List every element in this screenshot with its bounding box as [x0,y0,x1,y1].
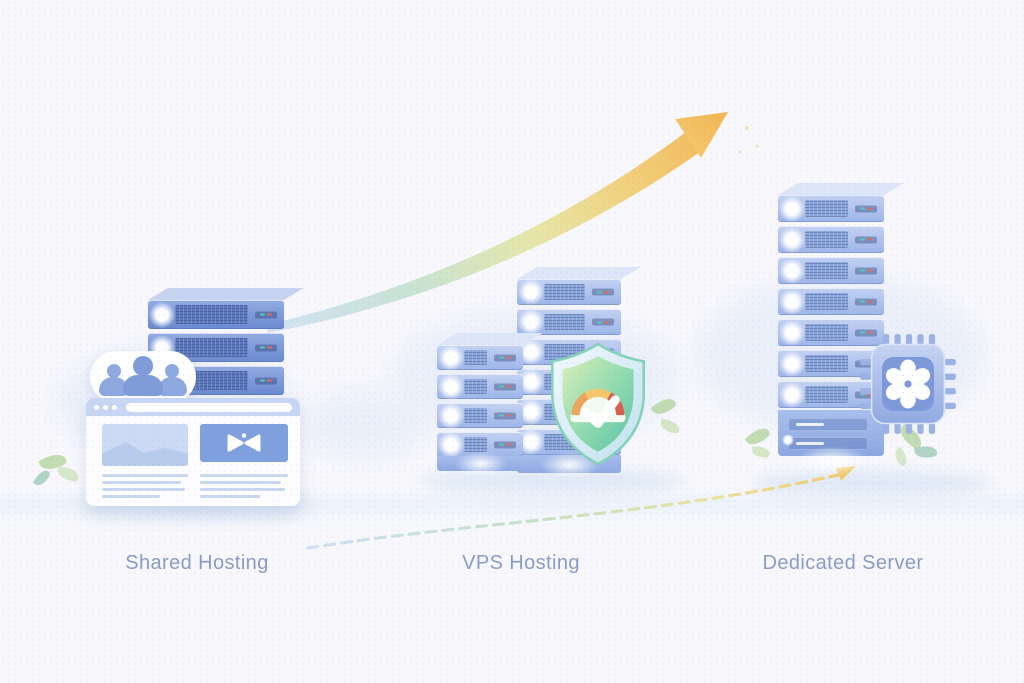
leaf-decoration [744,423,772,450]
vent-panel [805,231,848,248]
led-lights [855,298,877,305]
vent-panel [175,338,248,357]
user-head [165,364,179,378]
status-light [438,345,464,370]
status-light [779,350,805,377]
vent-panel [175,305,248,324]
vent-panel [805,355,848,372]
server-unit [778,319,884,346]
server-unit [517,309,621,335]
shared-hosting-label: Shared Hosting [125,552,269,574]
drive-slot [788,418,868,431]
led-lights [494,383,516,390]
status-light [779,381,805,408]
vent-panel [464,437,487,452]
media-icon [227,433,261,452]
user-body [99,377,128,396]
window-dot [103,405,108,410]
server-unit [778,350,884,377]
ground-shadow [752,470,992,496]
led-lights [855,205,877,212]
server-unit [437,403,523,428]
led-lights [494,441,516,448]
status-light [518,279,544,305]
led-lights [855,391,877,398]
vent-panel [464,408,487,423]
server-unit [517,279,621,305]
led-lights [592,288,614,296]
led-lights [855,267,877,274]
text-lines [102,474,188,502]
server-unit [437,374,523,399]
user-head [107,364,121,378]
vent-panel [544,284,585,300]
vent-panel [805,386,848,403]
leaf-decoration [55,465,81,483]
window-dot [94,405,99,410]
user-body [123,375,163,396]
vent-panel [805,293,848,310]
status-light [779,319,805,346]
media-panel [200,424,288,462]
status-light [782,434,794,446]
status-light [779,288,805,315]
vent-panel [544,314,585,330]
mountain-graphic [102,441,188,466]
hero-image-placeholder [102,424,188,466]
led-lights [494,354,516,361]
server-unit [778,381,884,408]
leaf-decoration [892,446,910,468]
status-light [518,309,544,335]
server-unit [778,226,884,253]
cpu-chip-icon [858,332,958,441]
server-tower [778,181,906,408]
leaf-decoration [751,446,771,458]
server-unit [148,333,284,362]
leaf-decoration [32,467,52,489]
server-unit [148,300,284,329]
server-unit [778,257,884,284]
text-lines [200,474,288,502]
cloud-shape [300,390,430,460]
dedicated-server-label: Dedicated Server [762,552,924,574]
server-side-face [523,335,539,457]
server-top-face [148,288,304,300]
browser-toolbar [86,398,300,416]
base-glow [796,446,868,476]
led-lights [494,412,516,419]
user-body [158,377,187,396]
base-glow [455,452,507,476]
led-lights [255,377,277,384]
server-unit [437,345,523,370]
status-light [438,374,464,399]
led-lights [855,236,877,243]
led-lights [255,311,277,318]
user-head [133,356,153,376]
server-unit [778,195,884,222]
vent-panel [805,200,848,217]
browser-window [86,398,300,506]
status-light [438,432,464,457]
vent-panel [805,324,848,341]
shield-speedometer-icon [541,340,655,473]
leaf-decoration [658,418,682,435]
vent-panel [464,350,487,365]
led-lights [855,329,877,336]
status-light [779,226,805,253]
status-light [779,257,805,284]
led-lights [592,318,614,326]
vent-panel [464,379,487,394]
status-light [779,195,805,222]
led-lights [255,344,277,351]
status-light [149,301,175,328]
status-light [438,403,464,428]
window-dot [112,405,117,410]
server-stack-small [437,333,543,457]
vps-hosting-label: VPS Hosting [462,552,580,574]
address-bar [126,403,292,412]
vent-panel [805,262,848,279]
server-unit [778,288,884,315]
leaf-decoration [914,444,938,460]
users-icon [90,351,196,403]
